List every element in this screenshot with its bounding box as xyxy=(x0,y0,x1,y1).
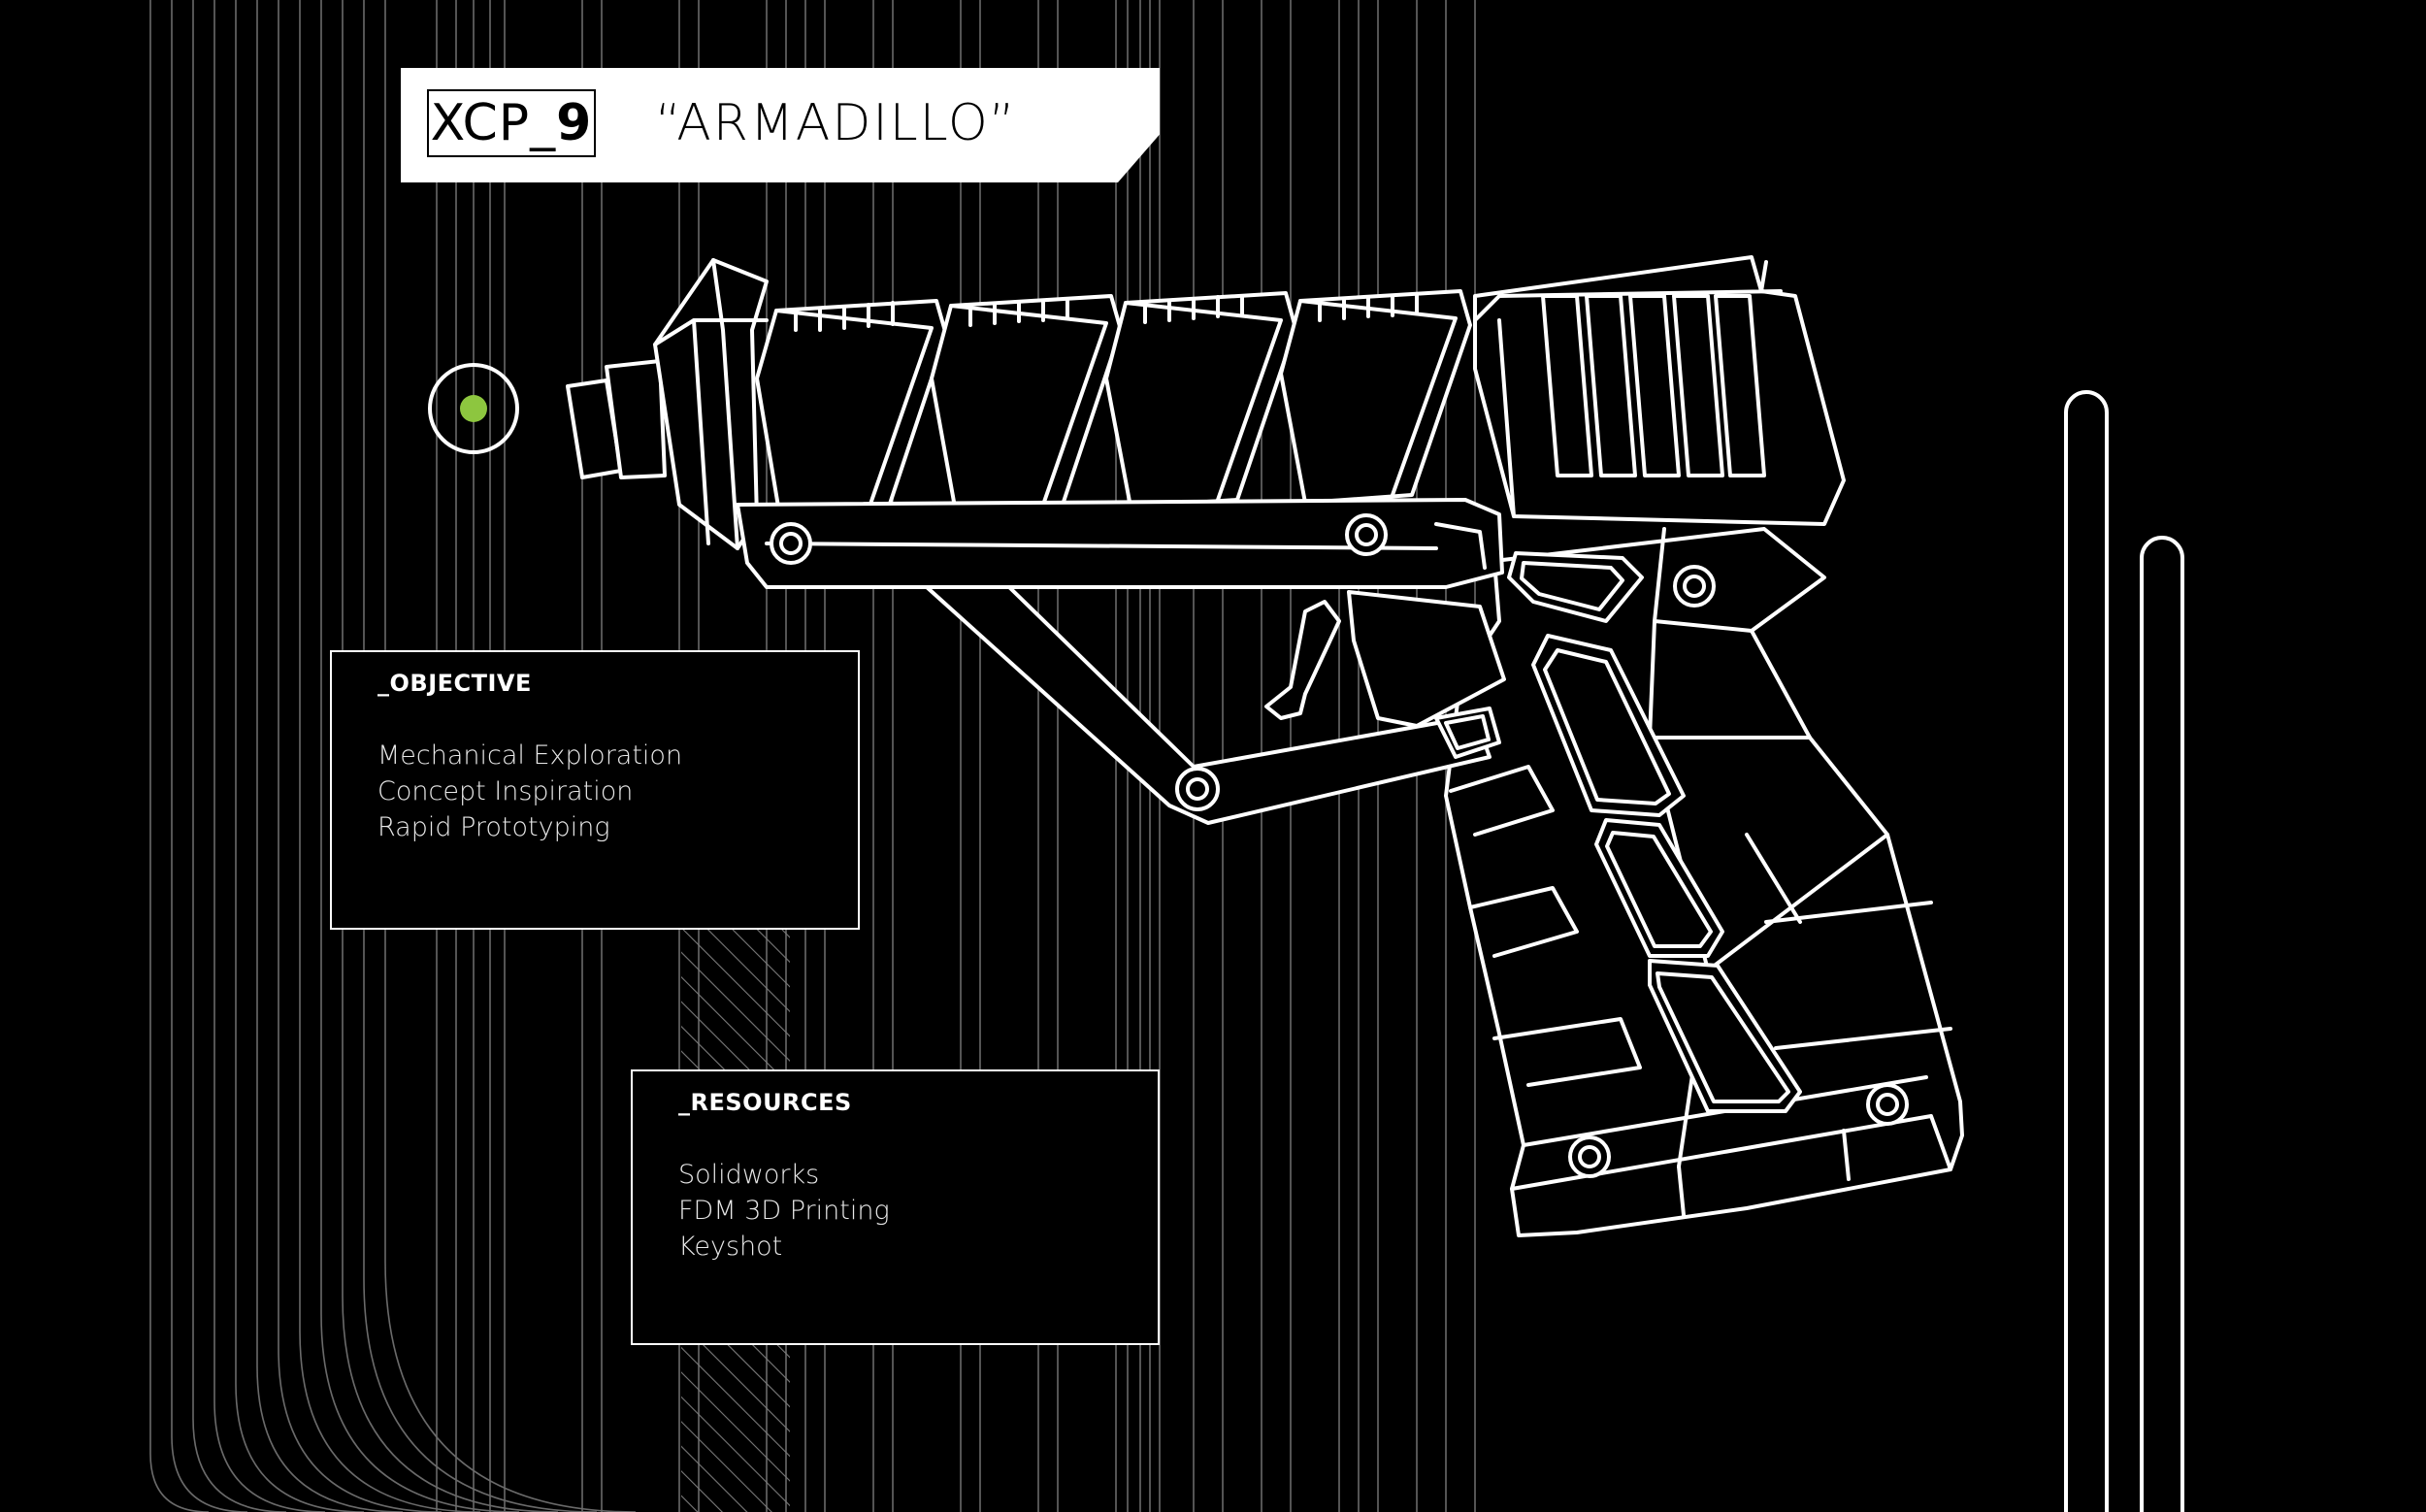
model-code-number: 9 xyxy=(556,94,593,152)
resources-heading: _RESOURCES xyxy=(678,1089,852,1116)
bg-line xyxy=(171,0,248,1512)
bg-line xyxy=(320,0,520,1512)
grip-outline xyxy=(1444,527,1964,1237)
bg-line xyxy=(342,0,559,1512)
front-plate xyxy=(653,258,769,550)
list-item: Solidworks xyxy=(678,1160,820,1190)
grip-windows xyxy=(1434,551,1802,1113)
muzzle-collar xyxy=(605,359,667,479)
title-banner xyxy=(401,68,1160,182)
lower-rail-detail xyxy=(765,522,1487,570)
trigger-housing xyxy=(1347,590,1506,728)
list-item: Rapid Prototyping xyxy=(377,812,610,842)
screw-front xyxy=(770,522,812,565)
rear-block-detail xyxy=(1473,260,1783,518)
bg-line xyxy=(235,0,365,1512)
screw-rail-rear xyxy=(1345,513,1388,556)
barrel-segment-3 xyxy=(1104,291,1297,509)
objective-panel: _OBJECTIVE Mechanical Exploration Concep… xyxy=(330,650,860,930)
barrel-chevrons xyxy=(774,292,1458,511)
hatch-strip-lower xyxy=(681,1345,790,1512)
status-ring-icon xyxy=(428,363,519,454)
hatch-strip-upper xyxy=(681,930,790,1071)
resources-panel: _RESOURCES Solidworks FDM 3D Printing Ke… xyxy=(631,1069,1160,1345)
rail-line-left xyxy=(2064,390,2109,1512)
screw-grip-right xyxy=(1866,1083,1909,1126)
list-item: Concept Inspiration xyxy=(377,776,634,806)
objective-heading: _OBJECTIVE xyxy=(377,670,532,697)
bg-line xyxy=(384,0,637,1512)
barrel-segment-4 xyxy=(1279,289,1472,505)
bg-line xyxy=(192,0,287,1512)
grip-ridges xyxy=(1449,765,1642,1087)
resources-list: Solidworks FDM 3D Printing Keyshot xyxy=(678,1157,890,1265)
model-code-badge: XCP_9 xyxy=(427,89,596,157)
bg-line xyxy=(278,0,443,1512)
list-item: Mechanical Exploration xyxy=(377,740,683,771)
barrel-segment-2 xyxy=(930,294,1123,514)
bg-line xyxy=(363,0,598,1512)
list-item: FDM 3D Printing xyxy=(678,1196,890,1226)
screw-grip-top xyxy=(1673,565,1716,608)
rail-line-right xyxy=(2140,536,2184,1512)
screw-grip-left xyxy=(1568,1135,1611,1178)
objective-list: Mechanical Exploration Concept Inspirati… xyxy=(377,738,682,845)
bg-line xyxy=(299,0,481,1512)
status-dot-icon xyxy=(460,395,487,422)
vent-fins xyxy=(1541,294,1766,477)
model-code-prefix: XCP_ xyxy=(430,94,557,152)
pivot-screws xyxy=(770,513,1909,1178)
trigger xyxy=(1264,600,1341,720)
bg-line xyxy=(149,0,210,1512)
barrel-segment-1 xyxy=(755,299,948,526)
front-plate-detail xyxy=(653,258,769,550)
screw-brace xyxy=(1175,767,1220,811)
model-name: “ARMADILLO” xyxy=(655,94,1017,152)
bg-line xyxy=(256,0,404,1512)
lower-rail xyxy=(736,498,1504,589)
bg-line xyxy=(213,0,326,1512)
list-item: Keyshot xyxy=(678,1232,783,1262)
